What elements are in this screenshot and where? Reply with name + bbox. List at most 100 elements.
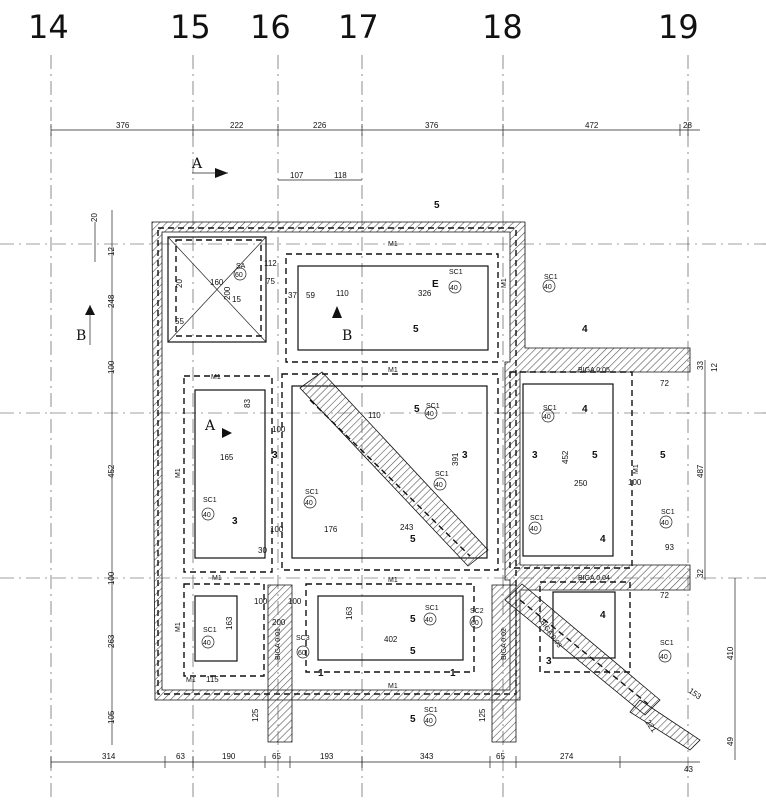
num-mark-8: 3 xyxy=(532,450,538,461)
dim-115: 115 xyxy=(206,675,219,684)
dim-93: 93 xyxy=(665,543,674,552)
dim-15: 15 xyxy=(232,295,241,304)
grid-label-16: 16 xyxy=(250,8,291,46)
m1-tags: M1 M1 M1 M1 M1 M1 M1 M1 M1 M1 M1 xyxy=(175,241,640,690)
tag-sc1-c-num: 40 xyxy=(426,411,434,418)
left-dim-6: 100 xyxy=(107,571,116,585)
num-mark-18: 1 xyxy=(450,668,456,679)
dim-118: 118 xyxy=(334,171,347,180)
tag-sc1-j: SC1 xyxy=(203,627,217,634)
section-mark-a-top: A xyxy=(191,156,203,172)
dim-243: 243 xyxy=(400,523,414,532)
tag-sc1-d-num: 40 xyxy=(543,414,551,421)
tag-sc1-i: SC1 xyxy=(661,509,675,516)
dim-72-a: 72 xyxy=(660,379,669,388)
dim-165: 165 xyxy=(220,453,234,462)
dim-176: 176 xyxy=(324,525,338,534)
dim-391: 391 xyxy=(451,452,460,466)
dim-59: 59 xyxy=(306,291,315,300)
dim-83: 83 xyxy=(243,399,252,408)
num-mark-1: 5 xyxy=(434,200,440,211)
section-mark-a-mid: A xyxy=(204,418,216,434)
tag-sc3-num: 60 xyxy=(298,650,306,657)
num-mark-19: 5 xyxy=(410,714,416,725)
section-marks: A A B B E xyxy=(76,156,439,438)
grid-label-17: 17 xyxy=(338,8,379,46)
dim-163-b: 163 xyxy=(345,606,354,620)
grid-axis-labels: 14 15 16 17 18 19 xyxy=(28,8,699,46)
bottom-dim-1: 314 xyxy=(102,752,116,761)
dim-100-c: 100 xyxy=(270,525,284,534)
tag-sc1-d: SC1 xyxy=(543,405,557,412)
bottom-dim-5: 193 xyxy=(320,752,334,761)
dim-100-d: 100 xyxy=(272,425,286,434)
ramp-label-2: BIGA 0.04 xyxy=(578,575,610,582)
tag-sc1-g-num: 40 xyxy=(305,500,313,507)
tag-sc1-i-num: 40 xyxy=(661,520,669,527)
left-dim-2: 12 xyxy=(107,247,116,256)
tag-sc1-a: SC1 xyxy=(449,269,463,276)
right-dim-5: 410 xyxy=(726,646,735,660)
dim-110-a: 110 xyxy=(336,289,349,298)
dim-153: 153 xyxy=(687,686,704,701)
tag-sc1-f: SC1 xyxy=(203,497,217,504)
num-mark-3: 4 xyxy=(582,324,588,335)
dim-326: 326 xyxy=(418,289,432,298)
dim-452: 452 xyxy=(561,450,570,464)
ramp-label-1: BIGA 0.05 xyxy=(578,367,610,374)
tag-sc1-e: SC1 xyxy=(435,471,449,478)
tag-sc1-g: SC1 xyxy=(305,489,319,496)
num-mark-11: 3 xyxy=(232,516,238,527)
num-mark-7: 5 xyxy=(660,450,666,461)
right-dim-4: 32 xyxy=(696,569,705,578)
left-dim-3: 248 xyxy=(107,294,116,308)
inner-dimensions: 107 118 326 160 110 110 165 176 243 250 … xyxy=(175,171,703,735)
tag-sc1-c: SC1 xyxy=(426,403,440,410)
tag-sc1-m: SC1 xyxy=(424,707,438,714)
dim-55: 55 xyxy=(175,317,184,326)
m1-tag-11: M1 xyxy=(633,464,640,474)
dim-125-a: 125 xyxy=(251,708,260,722)
tag-sa: SA xyxy=(236,263,246,270)
right-dim-3: 487 xyxy=(696,464,705,478)
num-mark-15: 4 xyxy=(600,610,606,621)
tag-sc1-j-num: 40 xyxy=(203,640,211,647)
m1-tag-5: M1 xyxy=(388,683,398,690)
bottom-dimension-chain: 314 63 190 65 193 343 65 274 xyxy=(50,752,700,768)
right-dim-6: 49 xyxy=(726,737,735,746)
right-dimension-chain: 33 12 487 32 410 49 43 xyxy=(684,360,736,774)
tag-sa-num: 60 xyxy=(235,272,243,279)
m1-tag-1: M1 xyxy=(388,241,398,248)
left-dim-7: 263 xyxy=(107,634,116,648)
left-dim-5: 452 xyxy=(107,464,116,478)
tag-sc1-f-num: 40 xyxy=(203,512,211,519)
top-dim-3: 226 xyxy=(313,121,327,130)
ramp-label-5: BIGA 0.01 xyxy=(275,628,282,660)
tag-sc1-h-num: 40 xyxy=(530,526,538,533)
tag-sc1-h: SC1 xyxy=(530,515,544,522)
grid-axis-lines xyxy=(0,55,766,800)
grid-label-18: 18 xyxy=(482,8,523,46)
bottom-dim-6: 343 xyxy=(420,752,434,761)
section-mark-b-mid: B xyxy=(342,328,352,344)
num-mark-14: 5 xyxy=(410,614,416,625)
m1-tag-10: M1 xyxy=(501,278,508,288)
section-mark-e: E xyxy=(432,279,439,290)
dim-30: 30 xyxy=(258,546,267,555)
grid-label-14: 14 xyxy=(28,8,69,46)
num-mark-9: 3 xyxy=(462,450,468,461)
tag-sc1-k: SC1 xyxy=(425,605,439,612)
m1-tag-7: M1 xyxy=(211,374,221,381)
tag-sc1-b: SC1 xyxy=(544,274,558,281)
right-dim-7: 43 xyxy=(684,765,693,774)
num-mark-13: 4 xyxy=(600,534,606,545)
dim-75: 75 xyxy=(266,277,275,286)
ramp-label-4: BIGA 0.02 xyxy=(501,628,508,660)
dim-160: 160 xyxy=(210,278,224,287)
num-mark-10: 3 xyxy=(272,450,278,461)
num-mark-2: 5 xyxy=(413,324,419,335)
m1-tag-3: M1 xyxy=(212,575,222,582)
m1-tag-4: M1 xyxy=(388,577,398,584)
dim-112: 112 xyxy=(264,259,277,268)
dim-402: 402 xyxy=(384,635,398,644)
